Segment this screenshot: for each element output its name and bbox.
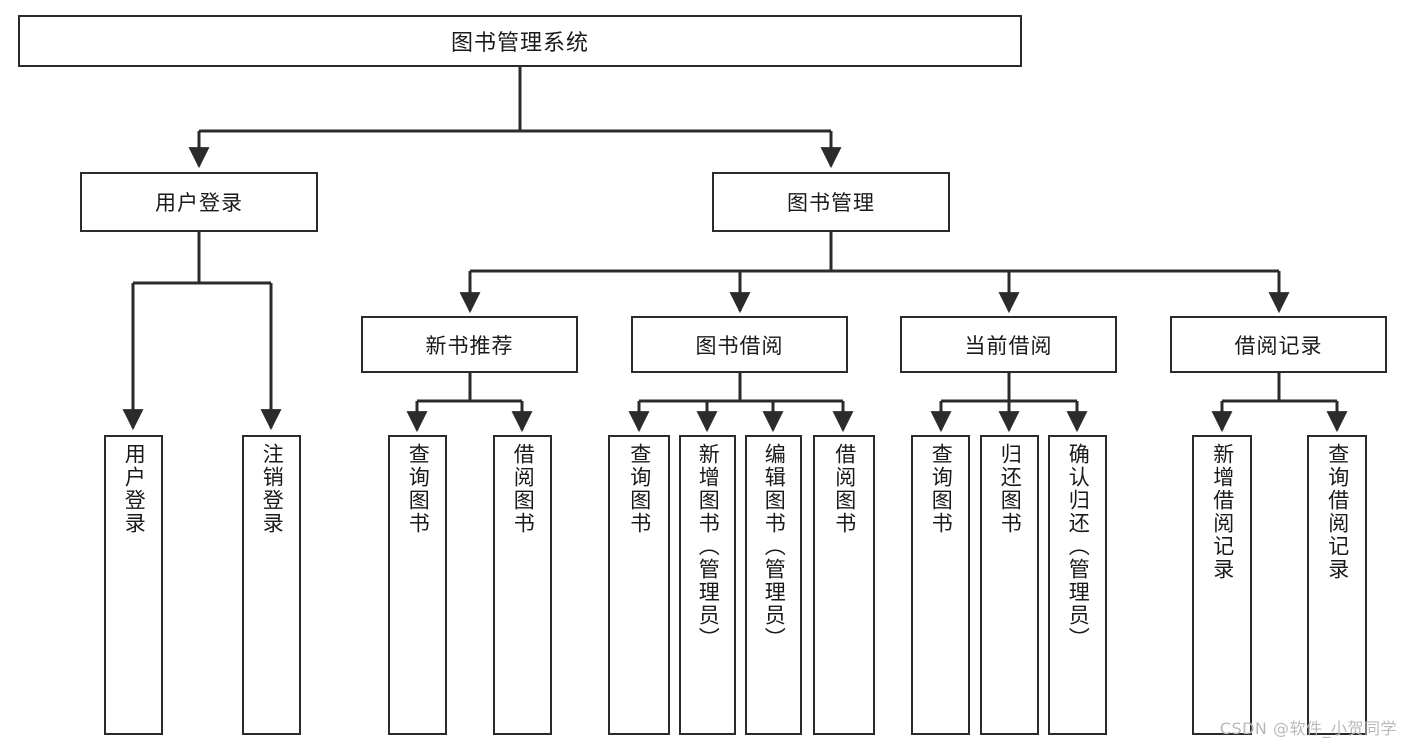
node-leaf-add-book-label: 新增图书（管理员） [696,443,721,650]
node-book-manage[interactable]: 图书管理 [712,172,950,232]
node-leaf-return-book[interactable]: 归还图书 [980,435,1039,735]
node-current-borrow-label: 当前借阅 [964,333,1053,358]
node-leaf-borrow-book-2-label: 借阅图书 [832,443,857,535]
node-leaf-query-book-3-label: 查询图书 [929,443,954,535]
node-leaf-query-book-2-label: 查询图书 [627,443,652,535]
node-leaf-edit-book-label: 编辑图书（管理员） [762,443,787,650]
node-leaf-borrow-book-1-label: 借阅图书 [511,443,536,535]
node-current-borrow[interactable]: 当前借阅 [900,316,1117,373]
node-leaf-logout[interactable]: 注销登录 [242,435,301,735]
node-book-borrow[interactable]: 图书借阅 [631,316,848,373]
node-leaf-query-book-1-label: 查询图书 [406,443,431,535]
node-leaf-logout-label: 注销登录 [260,443,285,535]
node-leaf-add-record[interactable]: 新增借阅记录 [1192,435,1252,735]
node-new-book-recommend[interactable]: 新书推荐 [361,316,578,373]
node-leaf-borrow-book-2[interactable]: 借阅图书 [813,435,875,735]
node-book-borrow-label: 图书借阅 [695,333,784,358]
node-borrow-record-label: 借阅记录 [1234,333,1323,358]
node-leaf-add-book[interactable]: 新增图书（管理员） [679,435,736,735]
node-user-login-label: 用户登录 [155,191,243,215]
node-leaf-query-book-1[interactable]: 查询图书 [388,435,447,735]
node-borrow-record[interactable]: 借阅记录 [1170,316,1387,373]
node-leaf-query-book-3[interactable]: 查询图书 [911,435,970,735]
node-leaf-confirm-return-label: 确认归还（管理员） [1066,443,1091,650]
node-leaf-confirm-return[interactable]: 确认归还（管理员） [1048,435,1107,735]
node-root-label: 图书管理系统 [450,31,589,56]
node-root[interactable]: 图书管理系统 [18,15,1022,67]
node-leaf-query-record[interactable]: 查询借阅记录 [1307,435,1367,735]
node-leaf-user-login[interactable]: 用户登录 [104,435,163,735]
node-leaf-borrow-book-1[interactable]: 借阅图书 [493,435,552,735]
node-leaf-edit-book[interactable]: 编辑图书（管理员） [745,435,802,735]
node-book-manage-label: 图书管理 [787,191,875,215]
node-leaf-query-book-2[interactable]: 查询图书 [608,435,670,735]
node-leaf-add-record-label: 新增借阅记录 [1210,443,1235,581]
node-leaf-return-book-label: 归还图书 [998,443,1023,535]
node-user-login[interactable]: 用户登录 [80,172,318,232]
node-leaf-query-record-label: 查询借阅记录 [1325,443,1350,581]
node-new-book-recommend-label: 新书推荐 [425,333,514,358]
node-leaf-user-login-label: 用户登录 [122,443,147,535]
